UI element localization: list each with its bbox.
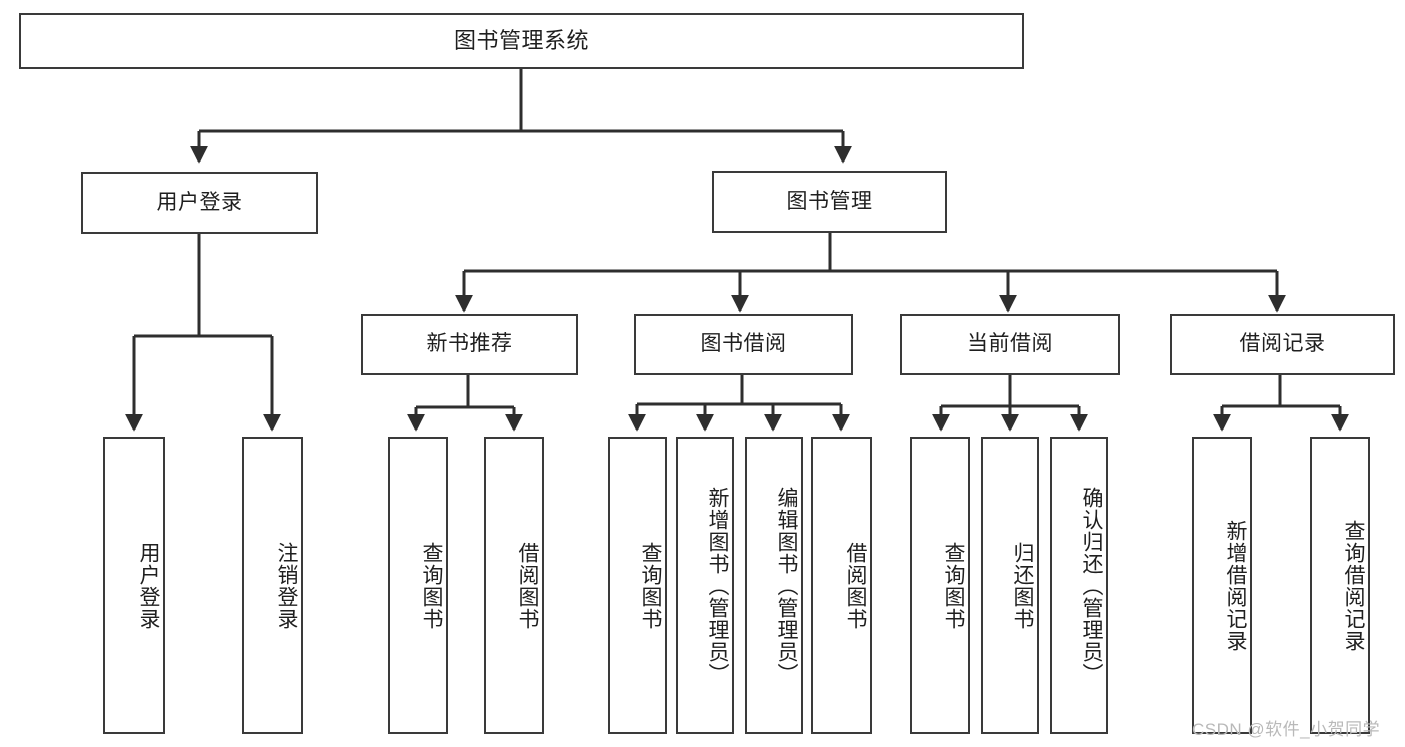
watermark-text: CSDN @软件_小贺同学	[1192, 720, 1381, 739]
node-label: 查询图书	[420, 541, 443, 630]
node-label: 用户登录	[137, 541, 160, 630]
leaf-current-confirm-return-admin[interactable]: 确认归还（管理员）	[1050, 437, 1108, 734]
node-label: 图书借阅	[700, 332, 787, 356]
node-new-book-recommend[interactable]: 新书推荐	[361, 314, 578, 375]
node-label: 借阅图书	[844, 541, 867, 630]
node-label: 编辑图书（管理员）	[775, 486, 798, 685]
node-label: 查询图书	[942, 541, 965, 630]
leaf-recommend-borrow-book[interactable]: 借阅图书	[484, 437, 544, 734]
node-label: 新增图书（管理员）	[706, 486, 729, 685]
leaf-record-query-record[interactable]: 查询借阅记录	[1310, 437, 1370, 734]
node-label: 确认归还（管理员）	[1080, 486, 1103, 685]
node-label: 新书推荐	[426, 332, 513, 356]
node-label: 图书管理系统	[453, 28, 589, 54]
leaf-record-add-record[interactable]: 新增借阅记录	[1192, 437, 1252, 734]
leaf-borrow-query-book[interactable]: 查询图书	[608, 437, 667, 734]
leaf-borrow-borrow-book[interactable]: 借阅图书	[811, 437, 872, 734]
node-book-borrow[interactable]: 图书借阅	[634, 314, 853, 375]
node-user-login[interactable]: 用户登录	[81, 172, 318, 234]
node-label: 注销登录	[275, 541, 298, 630]
leaf-borrow-edit-book-admin[interactable]: 编辑图书（管理员）	[745, 437, 803, 734]
node-root-system[interactable]: 图书管理系统	[19, 13, 1024, 69]
leaf-user-login[interactable]: 用户登录	[103, 437, 165, 734]
node-current-borrow[interactable]: 当前借阅	[900, 314, 1120, 375]
leaf-current-query-book[interactable]: 查询图书	[910, 437, 970, 734]
node-label: 用户登录	[156, 190, 243, 214]
leaf-current-return-book[interactable]: 归还图书	[981, 437, 1039, 734]
node-label: 查询图书	[639, 541, 662, 630]
leaf-recommend-query-book[interactable]: 查询图书	[388, 437, 448, 734]
node-book-management[interactable]: 图书管理	[712, 171, 947, 233]
node-label: 查询借阅记录	[1342, 519, 1365, 652]
node-label: 借阅记录	[1239, 332, 1326, 356]
node-label: 借阅图书	[516, 541, 539, 630]
node-label: 图书管理	[786, 189, 873, 213]
node-label: 归还图书	[1011, 541, 1034, 630]
node-label: 当前借阅	[967, 332, 1053, 356]
leaf-logout[interactable]: 注销登录	[242, 437, 303, 734]
node-borrow-record[interactable]: 借阅记录	[1170, 314, 1395, 375]
leaf-borrow-add-book-admin[interactable]: 新增图书（管理员）	[676, 437, 734, 734]
node-label: 新增借阅记录	[1224, 519, 1247, 652]
